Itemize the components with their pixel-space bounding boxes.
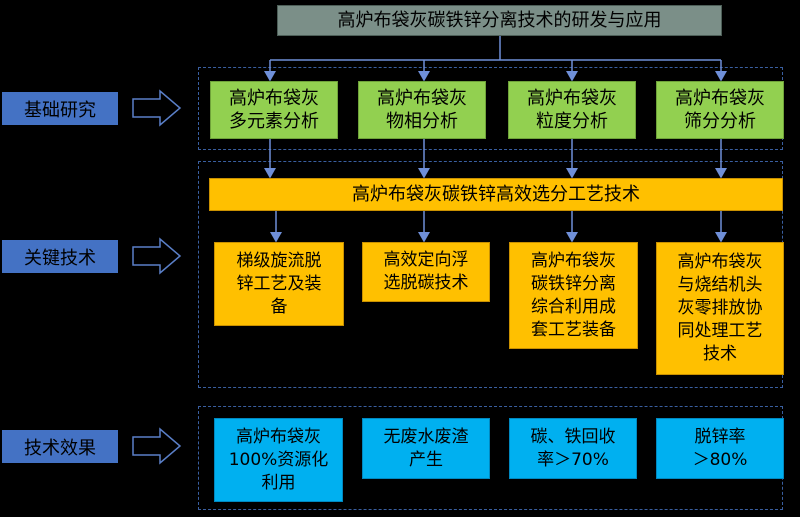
effect-box-4: 脱锌率 ＞80% bbox=[656, 418, 784, 479]
row-arrow-key bbox=[132, 237, 182, 275]
diagram-title: 高炉布袋灰碳铁锌分离技术的研发与应用 bbox=[277, 5, 722, 36]
key-technology-box-3: 高炉布袋灰 碳铁锌分离 综合利用成 套工艺装备 bbox=[509, 242, 638, 349]
effect-box-3: 碳、铁回收 率＞70% bbox=[509, 418, 637, 479]
key-technology-box-1: 梯级旋流脱 锌工艺及装 备 bbox=[214, 242, 344, 326]
key-technology-box-2: 高效定向浮 选脱碳技术 bbox=[362, 242, 490, 302]
row-label-technical-effect: 技术效果 bbox=[2, 430, 118, 463]
row-label-key-technology: 关键技术 bbox=[2, 240, 118, 273]
basic-research-box-2: 高炉布袋灰 物相分析 bbox=[358, 81, 486, 139]
key-technology-box-4: 高炉布袋灰 与烧结机头 灰零排放协 同处理工艺 技术 bbox=[656, 242, 784, 375]
basic-research-box-1: 高炉布袋灰 多元素分析 bbox=[210, 81, 338, 139]
row-arrow-basic bbox=[132, 89, 182, 127]
row-label-basic-research: 基础研究 bbox=[2, 92, 118, 125]
basic-research-box-4: 高炉布袋灰 筛分分析 bbox=[656, 81, 784, 139]
key-technology-header: 高炉布袋灰碳铁锌高效选分工艺技术 bbox=[209, 178, 783, 211]
effect-box-2: 无废水废渣 产生 bbox=[362, 418, 490, 479]
row-arrow-effect bbox=[132, 427, 182, 465]
basic-research-box-3: 高炉布袋灰 粒度分析 bbox=[508, 81, 636, 139]
effect-box-1: 高炉布袋灰 100%资源化 利用 bbox=[214, 418, 343, 502]
